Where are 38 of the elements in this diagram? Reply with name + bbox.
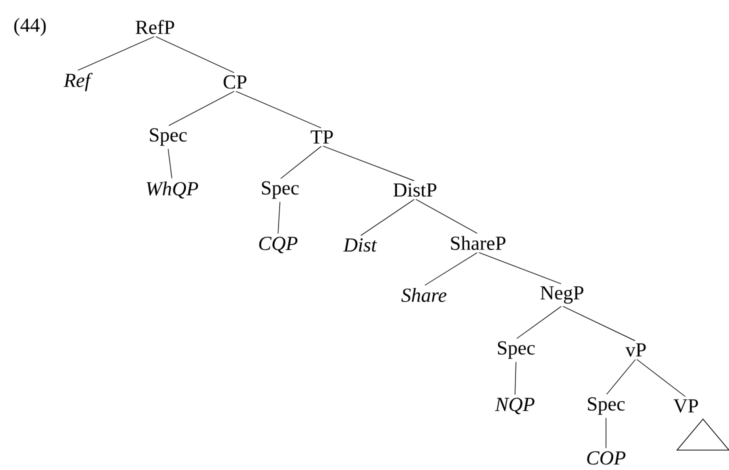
tree-label: COP [587, 451, 626, 465]
tree-label: NegP [540, 286, 584, 304]
tree-branch [636, 359, 686, 397]
tree-label: Spec [498, 341, 535, 359]
tree-label: TP [310, 130, 333, 144]
tree-label: NQP [494, 398, 534, 414]
tree-branch [236, 90, 322, 128]
triangle-symbol [676, 418, 729, 451]
tree-branch [416, 199, 478, 234]
tree-branch [514, 362, 516, 395]
tree-branch [478, 252, 562, 284]
tree-branch [424, 252, 478, 286]
tree-label: Spec [588, 397, 625, 415]
example-number: (44) [14, 18, 46, 36]
tree-label: Spec [262, 181, 299, 199]
tree-label: VP [673, 399, 698, 413]
tree-label: CQP [259, 236, 298, 254]
tree-branch [516, 306, 562, 339]
tree-branch [562, 306, 636, 342]
tree-label: Dist [343, 238, 377, 252]
tree-label: Spec [150, 128, 187, 146]
tree-branch [322, 146, 414, 182]
tree-branch [280, 146, 322, 179]
tree-branch [168, 91, 234, 126]
tree-branch [78, 36, 154, 71]
tree-branch [278, 202, 280, 234]
tree-label: Ref [64, 72, 93, 92]
tree-label: DistP [393, 183, 436, 197]
tree-branch [156, 36, 234, 74]
tree-label: ShareP [451, 236, 506, 250]
tree-label: vP [625, 343, 646, 357]
tree-label: CP [224, 75, 246, 89]
tree-branch [606, 359, 636, 395]
tree-label: WhQP [146, 181, 198, 199]
tree-label: RefP [136, 20, 174, 34]
tree-label: Share [401, 288, 446, 302]
tree-branch [168, 148, 172, 179]
tree-branch [360, 199, 415, 236]
